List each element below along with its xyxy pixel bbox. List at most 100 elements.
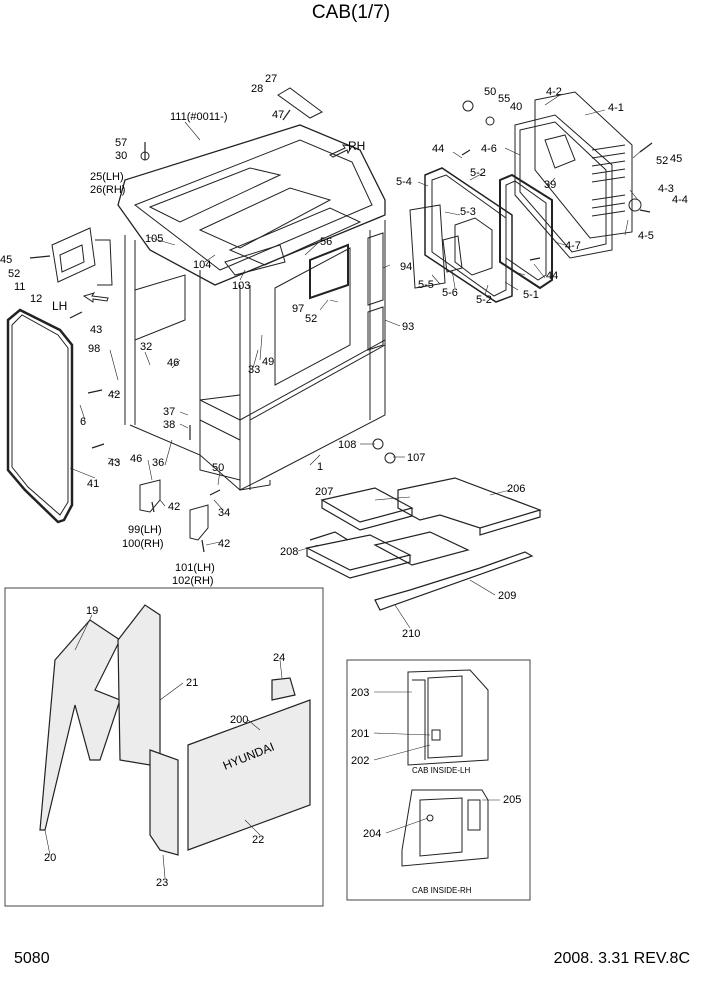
page-number: 5080 — [14, 950, 50, 967]
callout-4-1: 4-1 — [608, 102, 624, 114]
callout-34: 34 — [218, 507, 230, 519]
callout-103: 103 — [232, 280, 250, 292]
callout-202: 202 — [351, 755, 369, 767]
insulation-parts — [39, 604, 311, 856]
callout-42-mid: 42 — [168, 501, 180, 513]
door-glass-seal — [6, 308, 74, 524]
callout-203: 203 — [351, 687, 369, 699]
callout-45-right: 45 — [670, 153, 682, 165]
callout-50-left: 50 — [212, 462, 224, 474]
callout-27: 27 — [265, 73, 277, 85]
cab-inside-box-frame — [346, 659, 531, 901]
hinge-plate — [51, 227, 96, 283]
cab-frame — [117, 124, 386, 491]
callout-4-2: 4-2 — [546, 86, 562, 98]
callout-97: 97 — [292, 303, 304, 315]
callout-50-right: 50 — [484, 86, 496, 98]
callout-105: 105 — [145, 233, 163, 245]
callout-46-bottom: 46 — [130, 453, 142, 465]
lh-label: LH — [52, 299, 67, 313]
callout-11: 11 — [14, 281, 25, 293]
callout-33: 33 — [248, 364, 260, 376]
callout-5-4: 5-4 — [396, 176, 412, 188]
callout-108: 108 — [338, 439, 356, 451]
floor-mats — [305, 477, 542, 611]
leader-lines — [44, 94, 643, 879]
callout-5-2-top: 5-2 — [470, 167, 486, 179]
insulation-box-frame — [4, 587, 324, 907]
callout-99: 99(LH) — [128, 524, 162, 536]
callout-57: 57 — [115, 137, 127, 149]
roof-handle — [277, 87, 323, 119]
bracket-rh — [189, 504, 209, 541]
cab-inside-rh — [401, 789, 489, 867]
rh-label: RH — [348, 139, 365, 153]
callout-5-3: 5-3 — [460, 206, 476, 218]
callout-104: 104 — [193, 259, 211, 271]
callout-46-mid: 46 — [167, 357, 179, 369]
callout-5-5: 5-5 — [418, 279, 434, 291]
callout-22: 22 — [252, 834, 264, 846]
cab-inside-lh — [407, 669, 489, 766]
callout-204: 204 — [363, 828, 381, 840]
callout-102: 102(RH) — [172, 575, 214, 587]
revision-date: 2008. 3.31 REV.8C — [553, 950, 690, 967]
callout-4-6: 4-6 — [481, 143, 497, 155]
callout-100: 100(RH) — [122, 538, 164, 550]
callout-4-3: 4-3 — [658, 183, 674, 195]
callout-93: 93 — [402, 321, 414, 333]
callout-43-bottom: 43 — [108, 457, 120, 469]
callout-24: 24 — [273, 652, 285, 664]
callout-32: 32 — [140, 341, 152, 353]
callout-44-top: 44 — [432, 143, 444, 155]
callout-20: 20 — [44, 852, 56, 864]
callout-55: 55 — [498, 93, 510, 105]
callout-52-left: 52 — [8, 268, 20, 280]
lh-arrow — [82, 292, 109, 303]
callout-40: 40 — [510, 101, 522, 113]
callout-111: 111(#0011-) — [170, 111, 227, 123]
callout-21: 21 — [186, 677, 198, 689]
callout-39: 39 — [544, 179, 556, 191]
callout-205: 205 — [503, 794, 521, 806]
bolts — [29, 109, 653, 553]
callout-43-top: 43 — [90, 324, 102, 336]
callout-5-6: 5-6 — [442, 287, 458, 299]
callout-52-right: 52 — [656, 155, 668, 167]
callout-206: 206 — [507, 483, 525, 495]
callout-6: 6 — [80, 416, 86, 428]
callout-1: 1 — [317, 461, 323, 473]
callout-52-mid: 52 — [305, 313, 317, 325]
callout-49: 49 — [262, 356, 274, 368]
cab-inside-rh-caption: CAB INSIDE-RH — [412, 886, 472, 895]
cab-inside-lh-caption: CAB INSIDE-LH — [412, 766, 470, 775]
callout-98: 98 — [88, 343, 100, 355]
callout-4-5: 4-5 — [638, 230, 654, 242]
page-title: CAB(1/7) — [311, 2, 391, 23]
callout-208: 208 — [280, 546, 298, 558]
callout-45-left: 45 — [0, 254, 12, 266]
callout-labels: 27 28 47 111(#0011-) 57 30 25(LH) 26(RH)… — [0, 73, 688, 895]
callout-207: 207 — [315, 486, 333, 498]
callout-36: 36 — [152, 457, 164, 469]
callout-201: 201 — [351, 728, 369, 740]
callout-5-1: 5-1 — [523, 289, 539, 301]
callout-209: 209 — [498, 590, 516, 602]
right-parts — [409, 91, 642, 303]
callout-25: 25(LH) — [90, 171, 124, 183]
callout-210: 210 — [402, 628, 420, 640]
callout-47: 47 — [272, 109, 284, 121]
callout-5-2-bottom: 5-2 — [476, 294, 492, 306]
callout-37: 37 — [163, 406, 175, 418]
callout-42-left: 42 — [108, 389, 120, 401]
bracket-lh — [139, 479, 161, 513]
callout-23: 23 — [156, 877, 168, 889]
callout-56: 56 — [320, 236, 332, 248]
callout-41: 41 — [87, 478, 99, 490]
callout-28: 28 — [251, 83, 263, 95]
callout-42-low: 42 — [218, 538, 230, 550]
callout-4-4: 4-4 — [672, 194, 688, 206]
callout-38: 38 — [163, 419, 175, 431]
callout-101: 101(LH) — [175, 562, 215, 574]
